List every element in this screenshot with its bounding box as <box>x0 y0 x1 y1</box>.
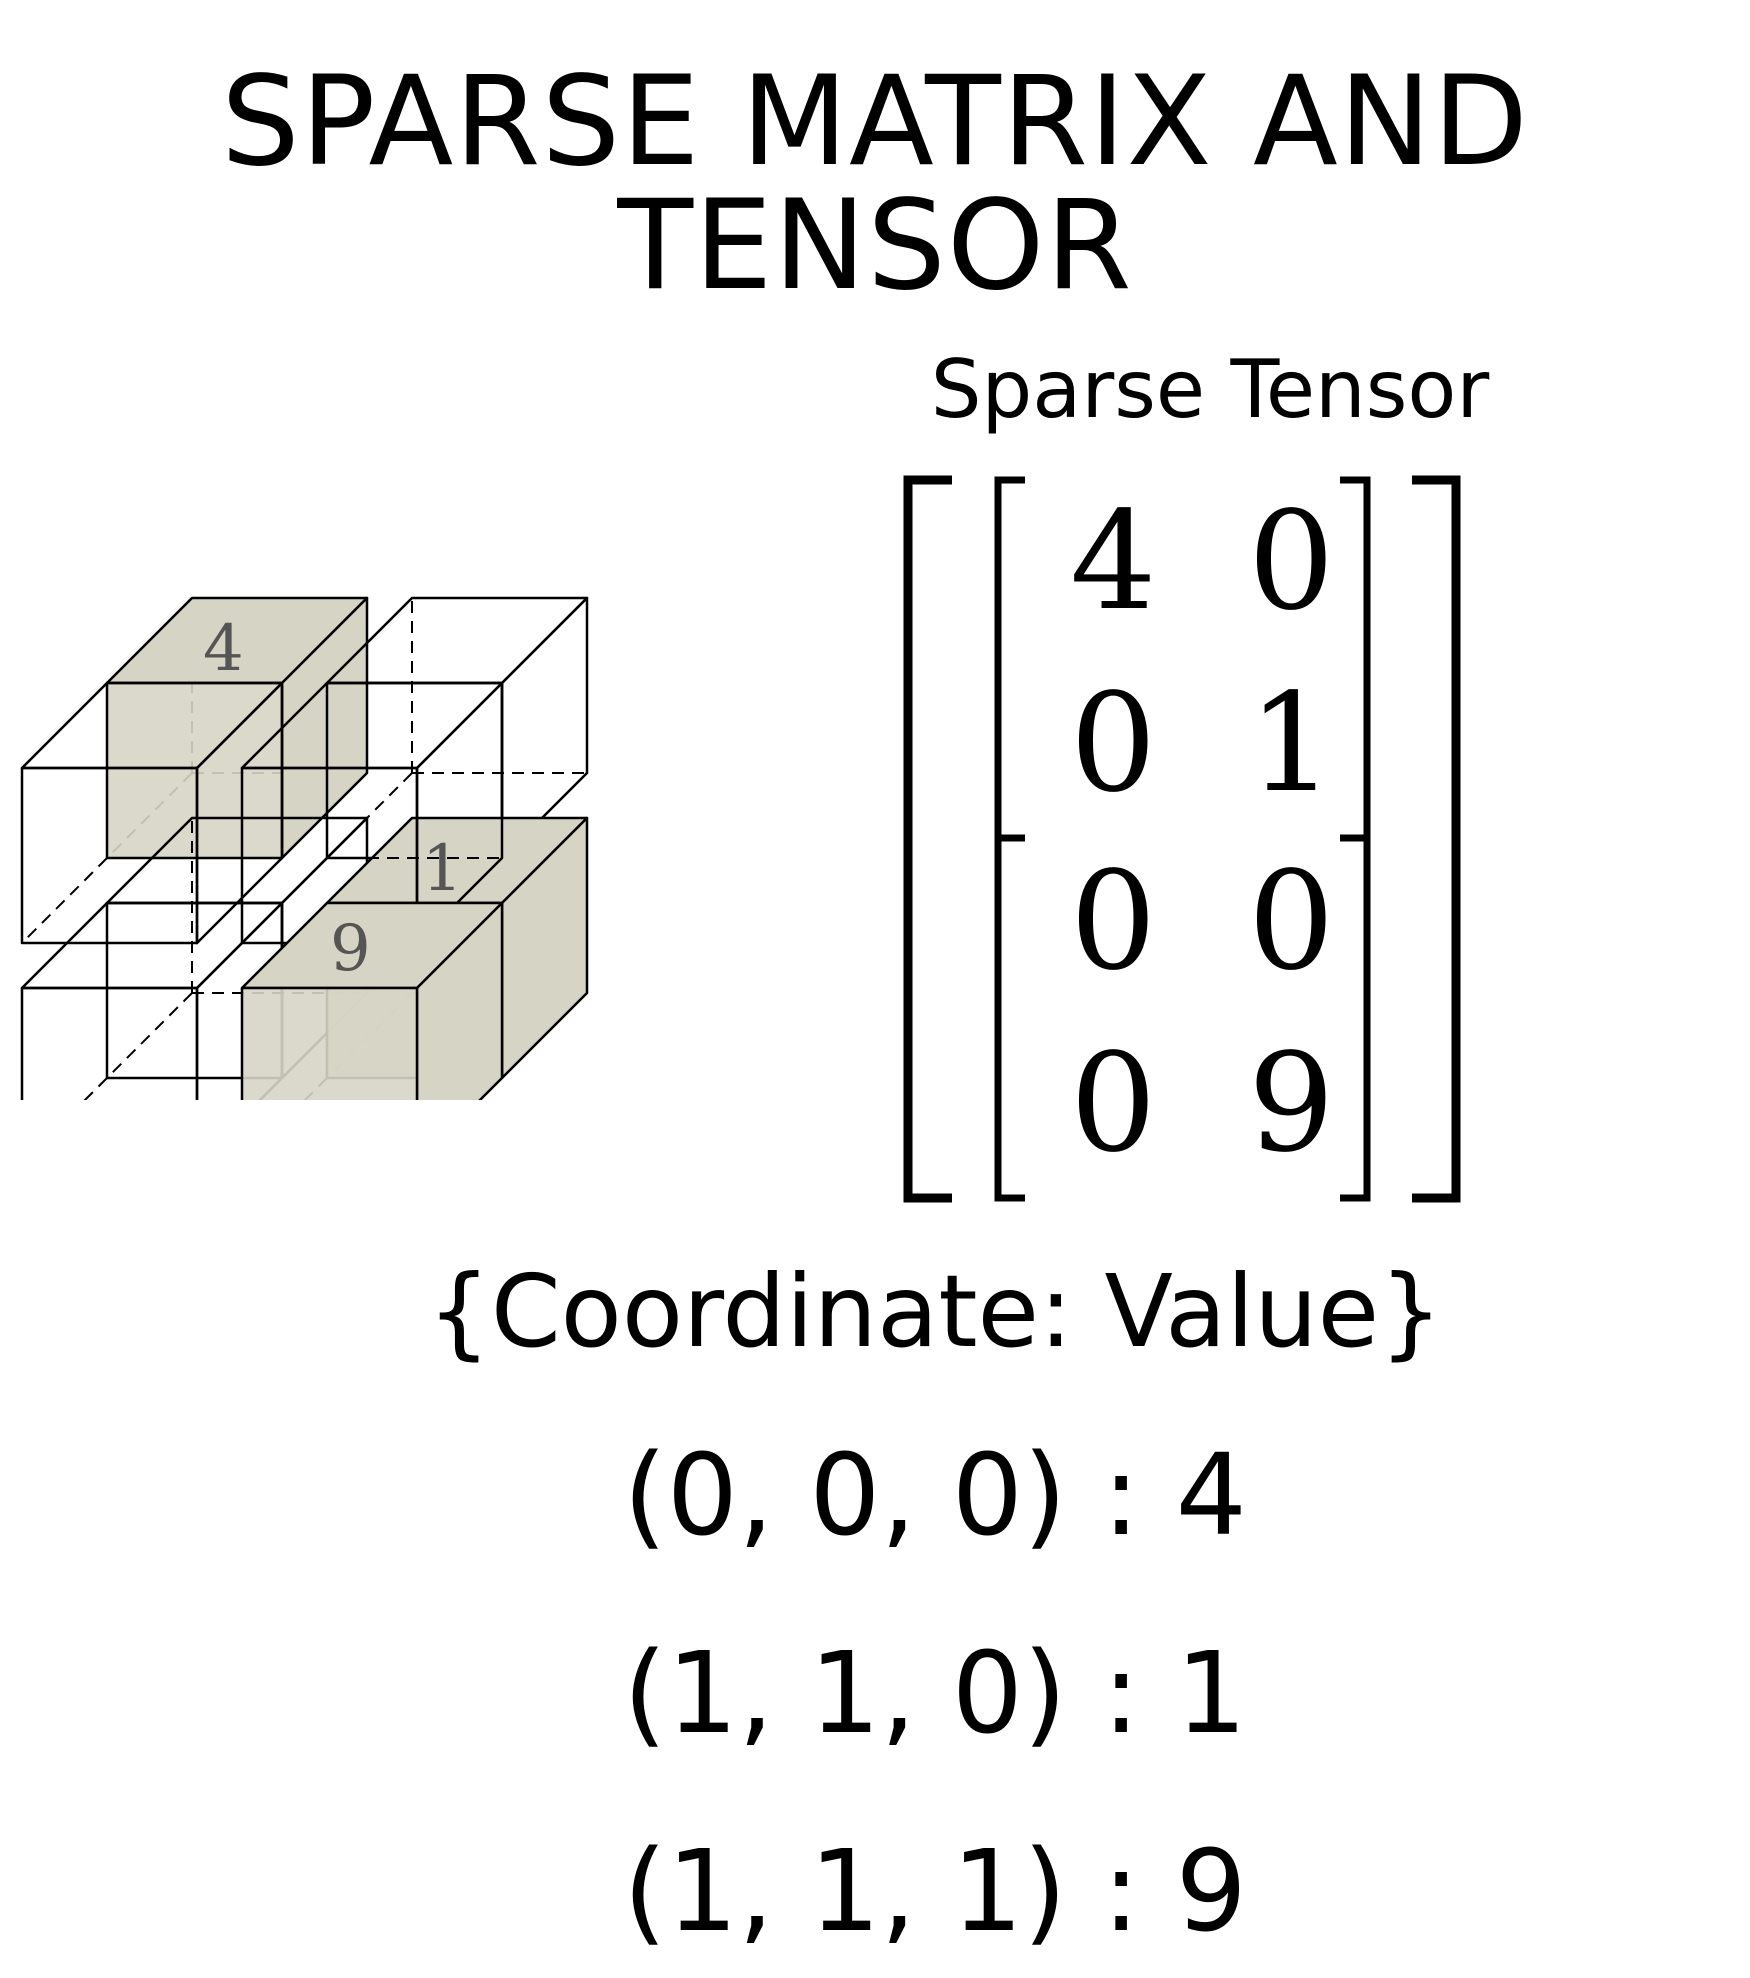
tensor-cell-0-0-1: 0 <box>1248 483 1335 641</box>
tensor-cell-1-1-1: 9 <box>1248 1025 1335 1183</box>
tensor-cell-0-1-0: 0 <box>1070 665 1157 823</box>
sparse-tensor-matrix: 4 0 0 1 0 0 0 9 <box>903 475 1461 1203</box>
coordinate-entry-3: (1, 1, 1) : 9 <box>623 1827 1247 1957</box>
cube-value-9: 9 <box>330 912 371 986</box>
inner-upper-left-bracket <box>994 476 1025 842</box>
cube-value-1: 1 <box>422 832 463 906</box>
tensor-cell-0-0-0: 4 <box>1070 483 1157 641</box>
cube-value-4: 4 <box>203 612 244 686</box>
cube-front-bottom-right <box>240 901 504 1100</box>
inner-lower-right-bracket <box>1340 834 1371 1202</box>
tensor-cell-1-0-1: 0 <box>1248 843 1335 1001</box>
sparse-tensor-label: Sparse Tensor <box>930 343 1490 436</box>
tensor-cube-diagram: 4 1 9 <box>20 596 589 1100</box>
coordinate-entry-1: (0, 0, 0) : 4 <box>623 1431 1247 1561</box>
outer-left-bracket <box>903 475 952 1203</box>
inner-upper-right-bracket <box>1340 476 1371 842</box>
tensor-cell-0-1-1: 1 <box>1248 665 1335 823</box>
page-title: SPARSE MATRIX AND TENSOR <box>220 50 1530 318</box>
outer-right-bracket <box>1412 475 1461 1203</box>
coordinate-value-heading: {Coordinate: Value} <box>427 1253 1443 1370</box>
inner-lower-left-bracket <box>994 834 1025 1202</box>
coordinate-entry-2: (1, 1, 0) : 1 <box>623 1629 1247 1759</box>
cube-front-top-left <box>20 681 284 945</box>
tensor-cell-1-0-0: 0 <box>1070 843 1157 1001</box>
tensor-cell-1-1-0: 0 <box>1070 1025 1157 1183</box>
